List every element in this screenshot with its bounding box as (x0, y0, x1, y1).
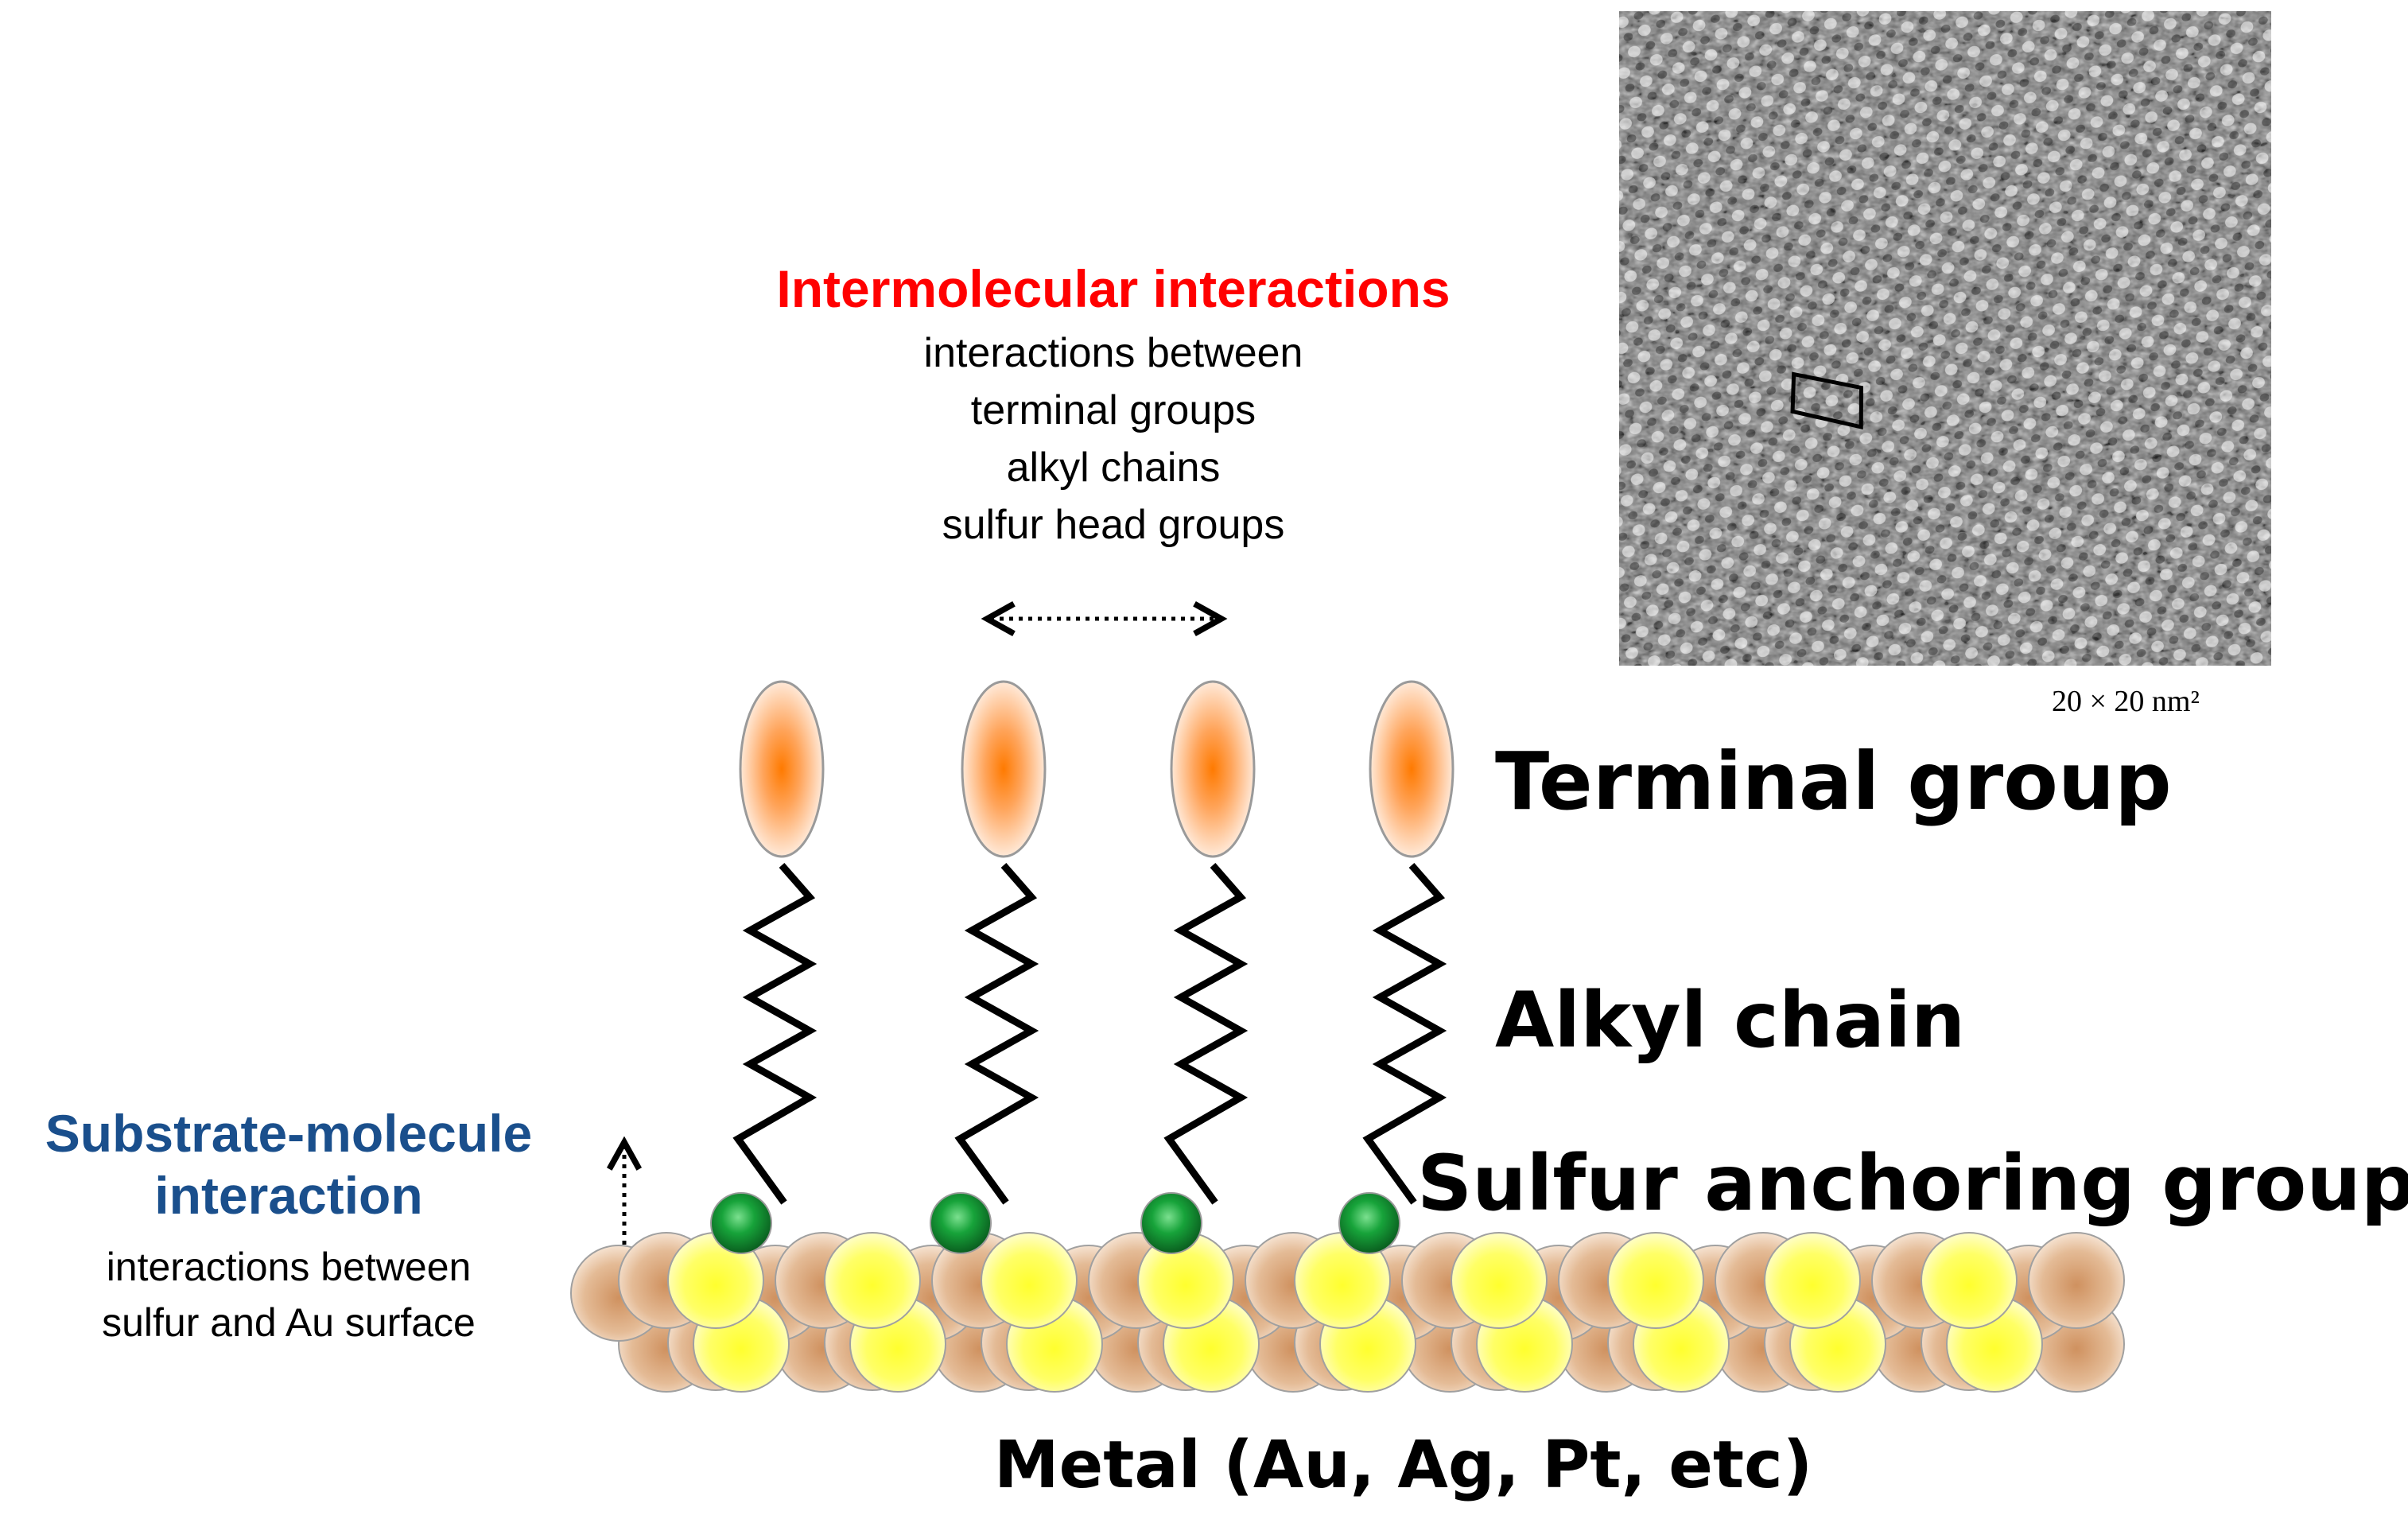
sulfur-anchoring-group-label: Sulfur anchoring group (1417, 1139, 2408, 1228)
alkyl-chain-label: Alkyl chain (1495, 976, 1966, 1065)
molecule-4 (1362, 680, 1455, 1205)
gold-atom (1607, 1232, 1704, 1329)
terminal-group (1170, 680, 1256, 858)
metal-label: Metal (Au, Ag, Pt, etc) (994, 1428, 1813, 1503)
substrate-molecule-line-2: sulfur and Au surface (102, 1300, 476, 1345)
terminal-group-label: Terminal group (1495, 735, 2172, 828)
gold-atom (1764, 1232, 1861, 1329)
stm-scale-label: 20 × 20 nm² (2052, 685, 2200, 718)
metal-substrate (570, 1232, 2125, 1393)
substrate-molecule-line-1: interactions between (106, 1245, 472, 1289)
unit-cell-marker (1790, 371, 1864, 430)
gold-atom (981, 1232, 1078, 1329)
alkyl-chain (1163, 863, 1249, 1205)
molecule-2 (954, 680, 1047, 1205)
intermolecular-line-1: interactions between (923, 330, 1303, 376)
substrate-molecule-title-1: Substrate-molecule (45, 1104, 533, 1163)
alkyl-chain (732, 863, 818, 1205)
stm-image (1619, 11, 2271, 666)
sulfur-atom (710, 1192, 772, 1254)
intermolecular-line-3: alkyl chains (1006, 445, 1221, 491)
terminal-group (739, 680, 825, 858)
substrate-atom (2028, 1232, 2125, 1329)
substrate-molecule-title-2: interaction (154, 1166, 423, 1225)
sulfur-atom (930, 1192, 992, 1254)
molecule-1 (732, 680, 825, 1205)
terminal-group (961, 680, 1047, 858)
sulfur-atom (1140, 1192, 1202, 1254)
gold-atom (824, 1232, 921, 1329)
intermolecular-line-2: terminal groups (970, 387, 1256, 433)
gold-atom (1451, 1232, 1548, 1329)
sulfur-atom (1338, 1192, 1400, 1254)
alkyl-chain (1362, 863, 1447, 1205)
sulfur-atoms (710, 1192, 1400, 1254)
terminal-group (1369, 680, 1455, 858)
intermolecular-title: Intermolecular interactions (776, 259, 1451, 318)
molecule-3 (1163, 680, 1256, 1205)
intermolecular-line-4: sulfur head groups (942, 502, 1285, 548)
alkyl-chain (954, 863, 1039, 1205)
gold-atom (1921, 1232, 2018, 1329)
